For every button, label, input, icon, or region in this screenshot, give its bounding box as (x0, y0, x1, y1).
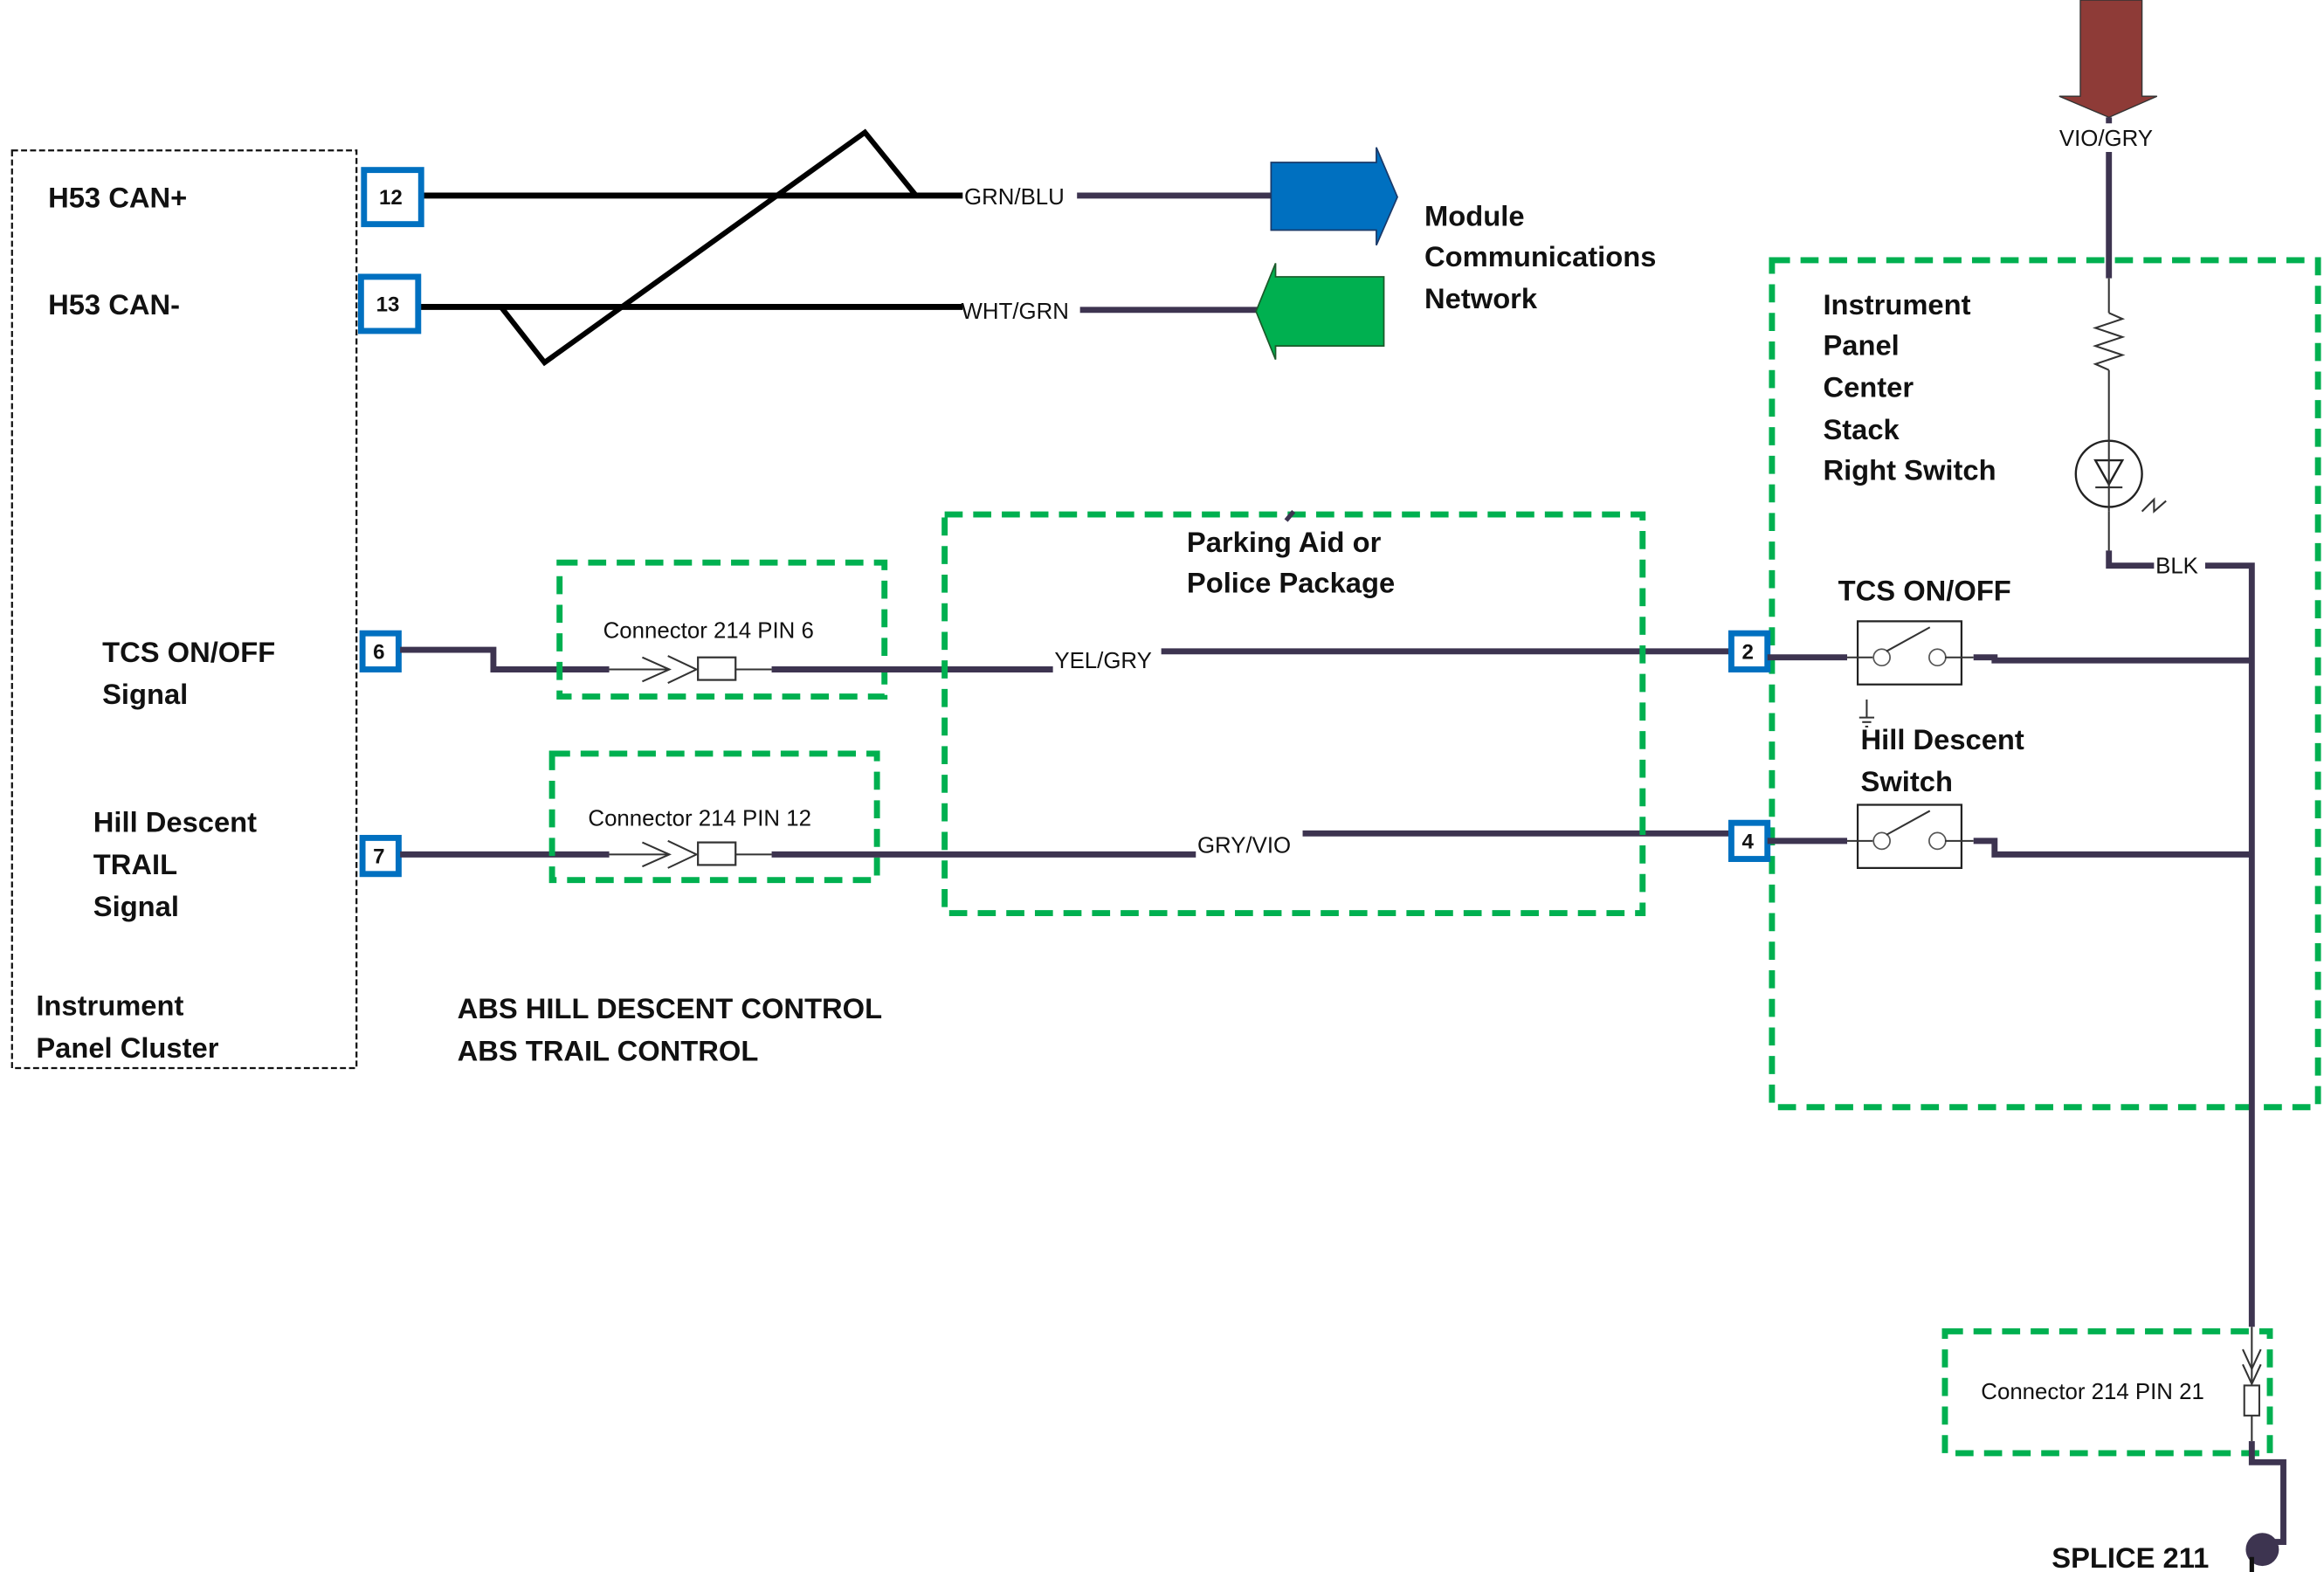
splice-wire[interactable] (2248, 1441, 2286, 1545)
switch-contact-icon (1928, 648, 1947, 667)
pin-6-label: 6 (373, 640, 384, 664)
connector-male-icon-2 (667, 655, 699, 684)
switch-module-label-2: Panel (1823, 329, 1899, 362)
switch-module-label-1: Instrument (1823, 288, 1970, 321)
pin-7-label: 7 (373, 845, 384, 869)
wire-label-wht-grn: WHT/GRN (962, 300, 1069, 324)
switch-module-label-3: Center (1823, 371, 1914, 403)
network-label-3: Network (1424, 282, 1538, 314)
blk-wire-led[interactable] (2106, 550, 2155, 569)
system-label-1: ABS HILL DESCENT CONTROL (458, 992, 883, 1024)
tcs-switch-label: TCS ON/OFF (1838, 574, 2011, 606)
ground-icon (1859, 699, 1875, 727)
parking-aid-label-2: Police Package (1187, 567, 1395, 599)
cluster-name-2: Panel Cluster (36, 1031, 218, 1064)
connector-male-icon-2 (667, 839, 699, 869)
tcs-wire-cluster-side[interactable] (400, 646, 610, 672)
connector-214-pin6-label: Connector 214 PIN 6 (603, 618, 814, 643)
wire-label-vio-gry: VIO/GRY (2059, 127, 2153, 151)
resistor-icon (2092, 312, 2126, 371)
hill-signal-circuit: Connector 214 PIN 12 GRY/VIO (400, 750, 1730, 884)
switch-module-label-5: Right Switch (1823, 453, 1996, 486)
power-feed: VIO/GRY (2058, 0, 2158, 279)
ground-connector-splice: Connector 214 PIN 21 SPLICE 211 (1941, 1327, 2286, 1572)
tcs-signal-label-2: Signal (102, 678, 188, 710)
connector-male-icon-2 (2242, 1363, 2262, 1387)
switch-contact-icon (1872, 831, 1891, 851)
instrument-panel-cluster: H53 CAN+ H53 CAN- TCS ON/OFF Signal Hill… (10, 149, 358, 1070)
hill-signal-label-2: TRAIL (93, 848, 177, 880)
wire-label-yel-gry: YEL/GRY (1054, 649, 1151, 673)
system-label-2: ABS TRAIL CONTROL (458, 1034, 759, 1066)
hill-switch-wire-out[interactable] (1973, 838, 2252, 858)
switch-contact-icon (1928, 831, 1947, 851)
switch-lever-icon (1886, 810, 1931, 836)
switch-module-box (1769, 257, 2321, 1111)
cluster-pins: 12 13 6 7 (357, 167, 424, 878)
connector-female-icon (697, 841, 737, 866)
hill-signal-label-1: Hill Descent (93, 806, 257, 838)
pin-4-label: 4 (1741, 830, 1754, 853)
pin-12[interactable] (361, 167, 424, 228)
can-plus-label: H53 CAN+ (48, 182, 187, 214)
hill-descent-switch[interactable] (1856, 803, 1963, 869)
pin-13-label: 13 (376, 293, 400, 317)
connector-female-icon (2243, 1384, 2260, 1417)
connector-214-pin21-label: Connector 214 PIN 21 (1981, 1380, 2204, 1404)
pin-7[interactable] (359, 834, 402, 878)
outgoing-arrow-icon (1270, 147, 1398, 246)
switch-contact-icon (1872, 648, 1891, 667)
power-arrow-icon (2058, 0, 2158, 119)
switch-lever-icon (1886, 626, 1931, 652)
hill-signal-label-3: Signal (93, 890, 179, 922)
tcs-switch-wire-out[interactable] (1973, 654, 2252, 664)
splice-211-label: SPLICE 211 (2052, 1541, 2209, 1572)
twisted-pair-symbol (499, 128, 919, 367)
can-minus-label: H53 CAN- (48, 288, 180, 321)
tcs-switch[interactable] (1856, 620, 1963, 686)
wire-label-blk: BLK (2155, 554, 2198, 578)
wire-stub (1284, 509, 1296, 522)
pin-4[interactable] (1727, 819, 1771, 862)
wire-label-grn-blu: GRN/BLU (964, 185, 1065, 210)
cluster-name-1: Instrument (36, 989, 183, 1022)
connector-male-icon (2242, 1348, 2262, 1371)
switch-module-label-4: Stack (1823, 413, 1900, 445)
incoming-arrow-icon (1255, 263, 1385, 360)
connector-male-icon (642, 656, 672, 683)
pin-6[interactable] (359, 630, 402, 672)
cluster-boundary (10, 149, 358, 1070)
pin-13[interactable] (357, 273, 422, 334)
connector-214-pin12-label: Connector 214 PIN 12 (588, 807, 811, 831)
connector-214-pin21-box (1941, 1327, 2273, 1457)
wire-label-gry-vio: GRY/VIO (1197, 834, 1291, 858)
tcs-signal-circuit: Connector 214 PIN 6 YEL/GRY (400, 559, 1730, 700)
can-bus: GRN/BLU WHT/GRN Module Communications Ne… (417, 128, 1656, 367)
connector-female-icon (697, 656, 737, 681)
connector-male-icon (642, 841, 672, 868)
pin-2[interactable] (1727, 630, 1771, 672)
instrument-panel-center-stack-switch: Instrument Panel Center Stack Right Swit… (1727, 257, 2321, 1327)
blk-ground-bus[interactable] (2204, 562, 2255, 1327)
tcs-signal-label-1: TCS ON/OFF (102, 636, 275, 668)
hill-switch-label-2: Switch (1861, 765, 1953, 797)
parking-aid-label-1: Parking Aid or (1187, 526, 1382, 558)
light-emission-icon (2141, 497, 2167, 514)
pin-2-label: 2 (1741, 640, 1753, 664)
hill-switch-label-1: Hill Descent (1861, 723, 2024, 755)
network-label-2: Communications (1424, 240, 1656, 272)
connector-214-pin12-box (548, 750, 880, 884)
parking-aid-package: Parking Aid or Police Package (941, 509, 1646, 916)
pin-12-label: 12 (379, 186, 403, 210)
network-label-1: Module (1424, 199, 1524, 231)
